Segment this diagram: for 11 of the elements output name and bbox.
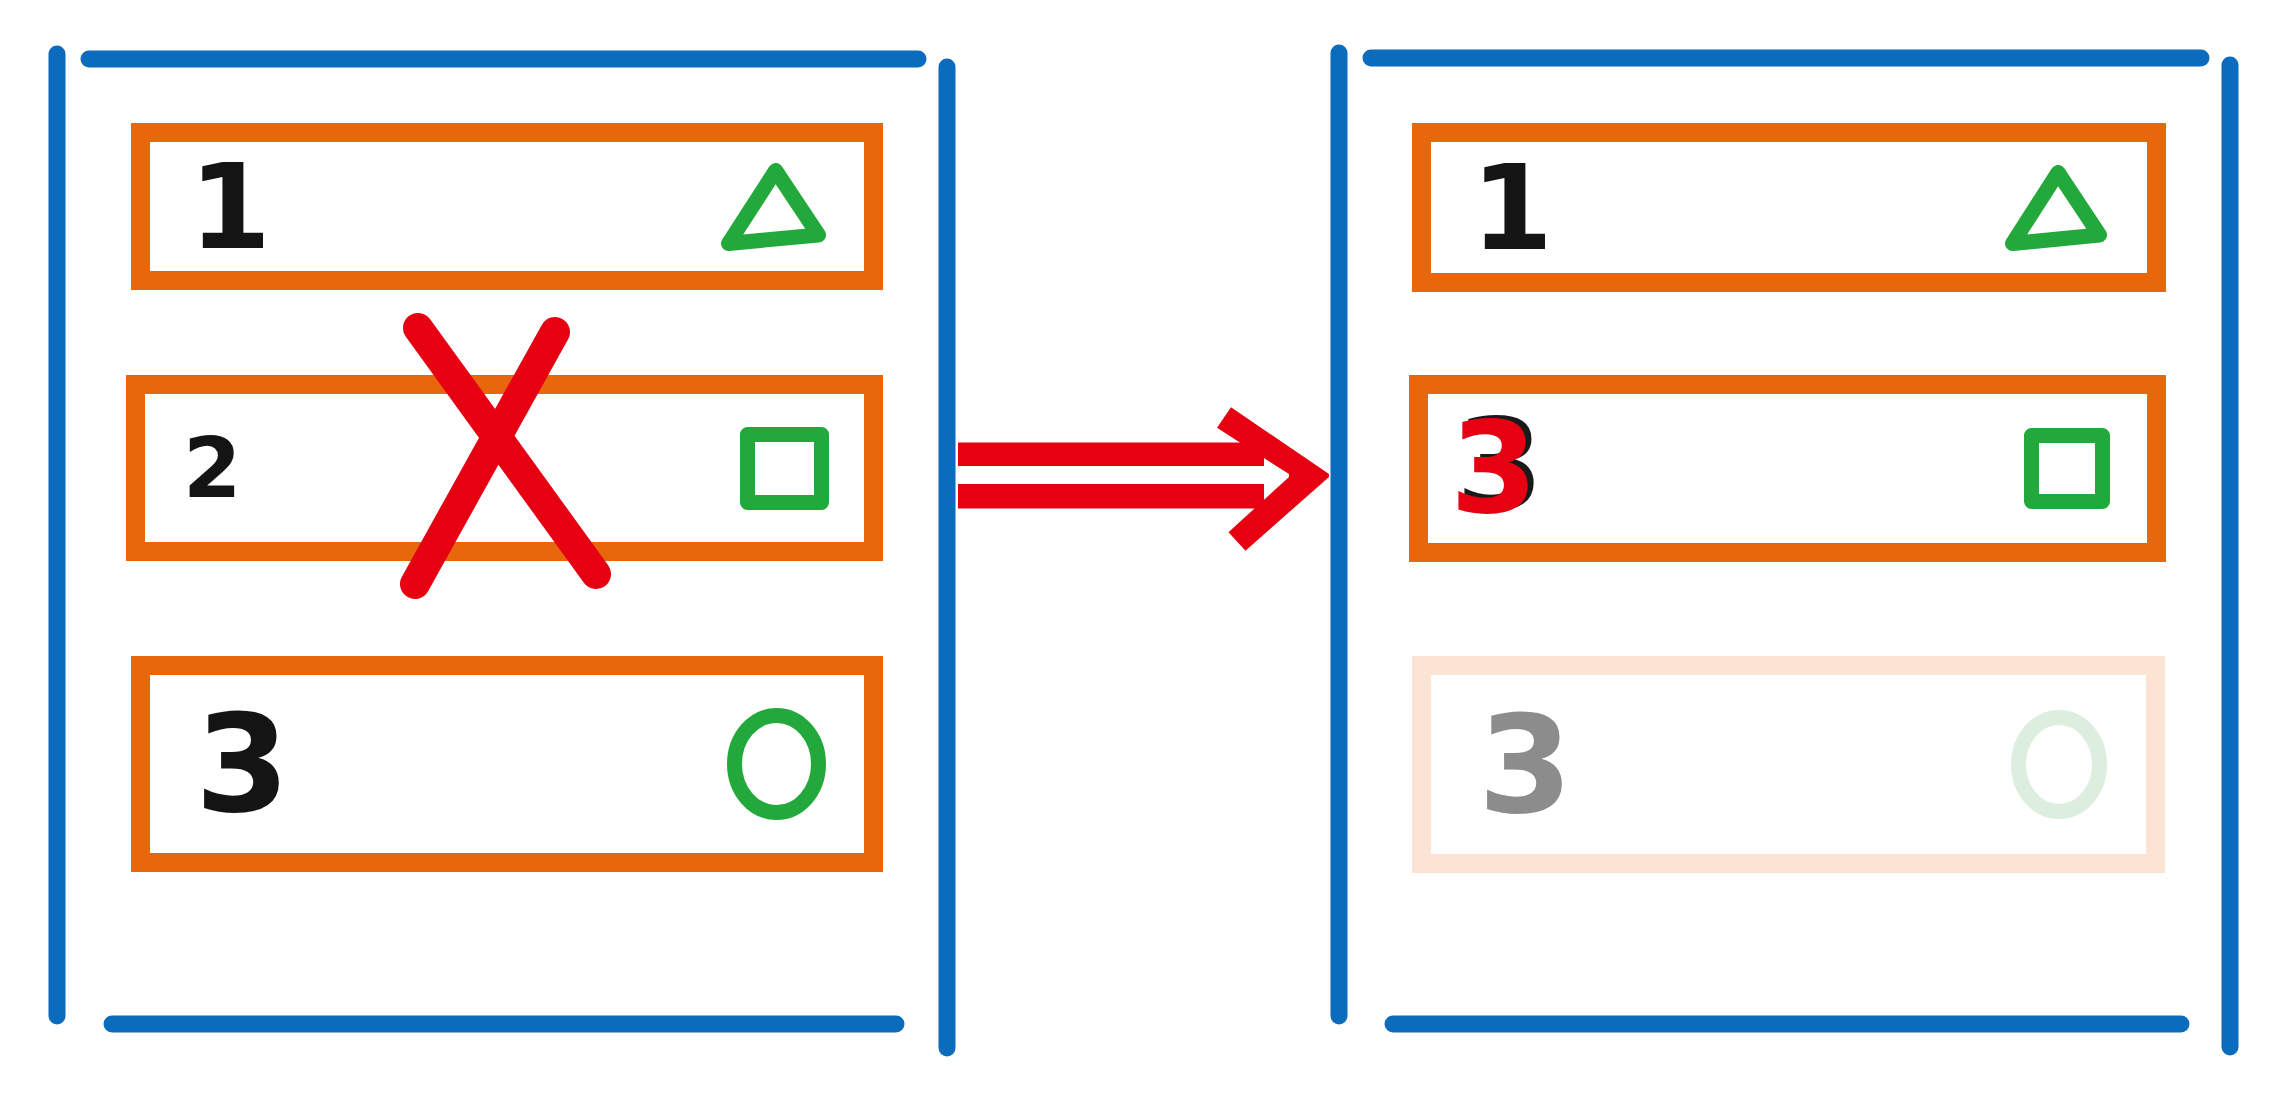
- list-row: [131, 123, 883, 290]
- item-number: 1: [1471, 148, 1554, 267]
- list-row: [1412, 656, 2165, 873]
- item-number: 2: [183, 426, 242, 510]
- list-row: [1409, 375, 2166, 562]
- item-number: 1: [189, 147, 272, 266]
- item-number: 3: [1478, 696, 1573, 833]
- list-row: [1412, 123, 2166, 292]
- list-row: [131, 656, 883, 872]
- item-number: 3: [1450, 405, 1538, 532]
- item-number: 3: [195, 696, 290, 832]
